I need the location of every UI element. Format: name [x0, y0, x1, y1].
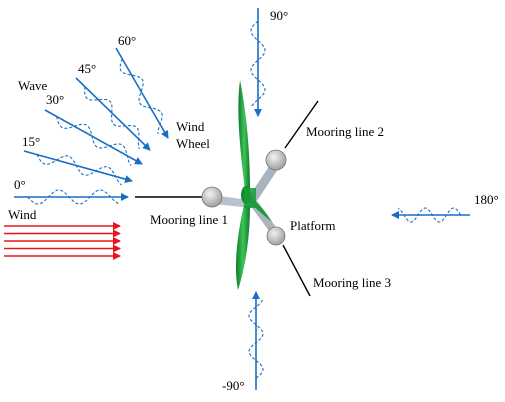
- wave-arrow-15: [23, 150, 133, 183]
- heading-90-label: 90°: [270, 8, 288, 23]
- wave-curve-30: [56, 116, 132, 166]
- wave-arrows-group: [14, 8, 470, 390]
- mooring-line-3: [282, 244, 311, 297]
- mooring-line-2-label: Mooring line 2: [306, 124, 384, 139]
- heading-0-label: 0°: [14, 177, 26, 192]
- wave-label: Wave: [18, 78, 47, 93]
- platform-brace-3: [250, 201, 278, 235]
- wave-arrow-60: [115, 47, 169, 139]
- heading-180-label: 180°: [474, 192, 499, 207]
- wave-curve-90: [250, 20, 266, 108]
- blade-upper: [238, 80, 250, 190]
- heading-15-label: 15°: [22, 134, 40, 149]
- wind-arrows-group: [4, 222, 121, 260]
- wave-curve-15: [36, 154, 122, 186]
- mooring-line-2: [284, 100, 319, 149]
- platform-column-1: [201, 186, 223, 208]
- platform: [201, 149, 287, 246]
- wave-curve-0: [27, 189, 120, 205]
- wind-wheel-label-line2: Wheel: [176, 136, 210, 151]
- wave-arrow-45: [75, 77, 151, 151]
- wave-curve-m90: [248, 299, 264, 379]
- wind-label: Wind: [8, 207, 37, 222]
- heading-60-label: 60°: [118, 33, 136, 48]
- heading-minus-90-label: -90°: [222, 378, 245, 393]
- nacelle: [244, 188, 256, 208]
- platform-column-3: [266, 226, 286, 246]
- heading-30-label: 30°: [46, 92, 64, 107]
- blade-lower: [236, 205, 250, 290]
- platform-column-2: [265, 149, 287, 171]
- heading-45-label: 45°: [78, 61, 96, 76]
- mooring-line-1-label: Mooring line 1: [150, 212, 228, 227]
- wind-wheel-label-line1: Wind: [176, 119, 205, 134]
- platform-label: Platform: [290, 218, 336, 233]
- mooring-line-3-label: Mooring line 3: [313, 275, 391, 290]
- wave-curve-180: [397, 207, 462, 223]
- wind-wheel: [236, 80, 272, 290]
- wave-arrow-30: [44, 109, 143, 165]
- wave-curve-45: [84, 86, 140, 150]
- wave-curve-60: [119, 58, 163, 135]
